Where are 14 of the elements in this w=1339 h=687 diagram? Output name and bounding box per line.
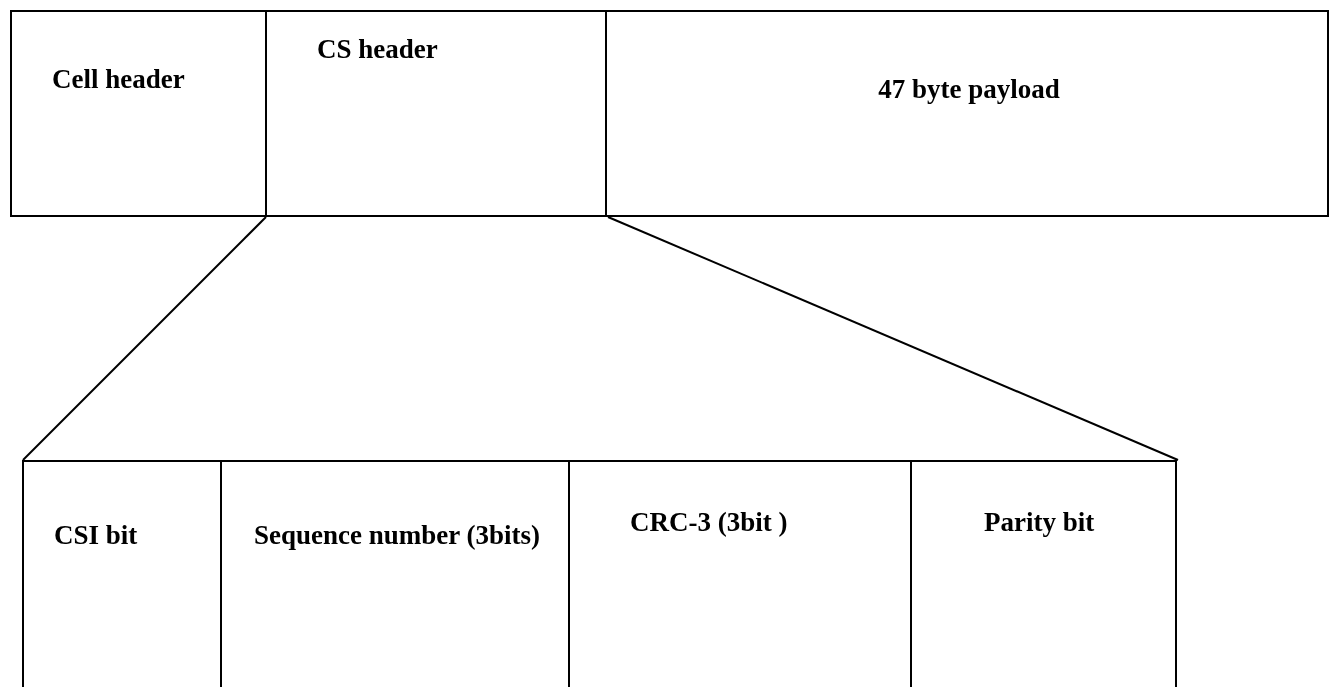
expansion-line: [607, 216, 1179, 461]
field-label: CRC-3 (3bit ): [630, 507, 789, 537]
field-cell: [910, 460, 1177, 687]
expansion-line: [22, 216, 267, 461]
field-label: Cell header: [52, 64, 186, 94]
field-cell: [265, 10, 607, 217]
field-cell: [605, 10, 1329, 217]
field-label: CSI bit: [54, 520, 139, 550]
field-label: Sequence number (3bits): [253, 520, 541, 550]
field-cell: [10, 10, 267, 217]
field-label: CS header: [317, 34, 439, 64]
field-label: 47 byte payload: [877, 74, 1061, 104]
field-cell: [22, 460, 222, 687]
field-label: Parity bit: [984, 507, 1096, 537]
